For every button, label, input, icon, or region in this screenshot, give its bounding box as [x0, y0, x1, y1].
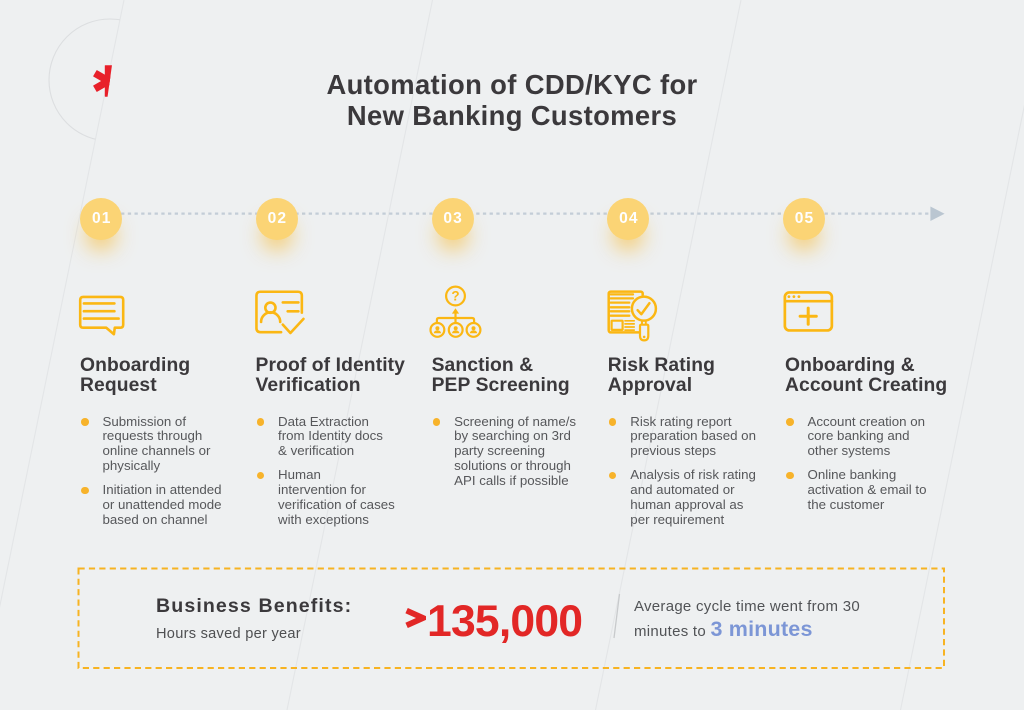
svg-text:?: ? [451, 289, 459, 304]
